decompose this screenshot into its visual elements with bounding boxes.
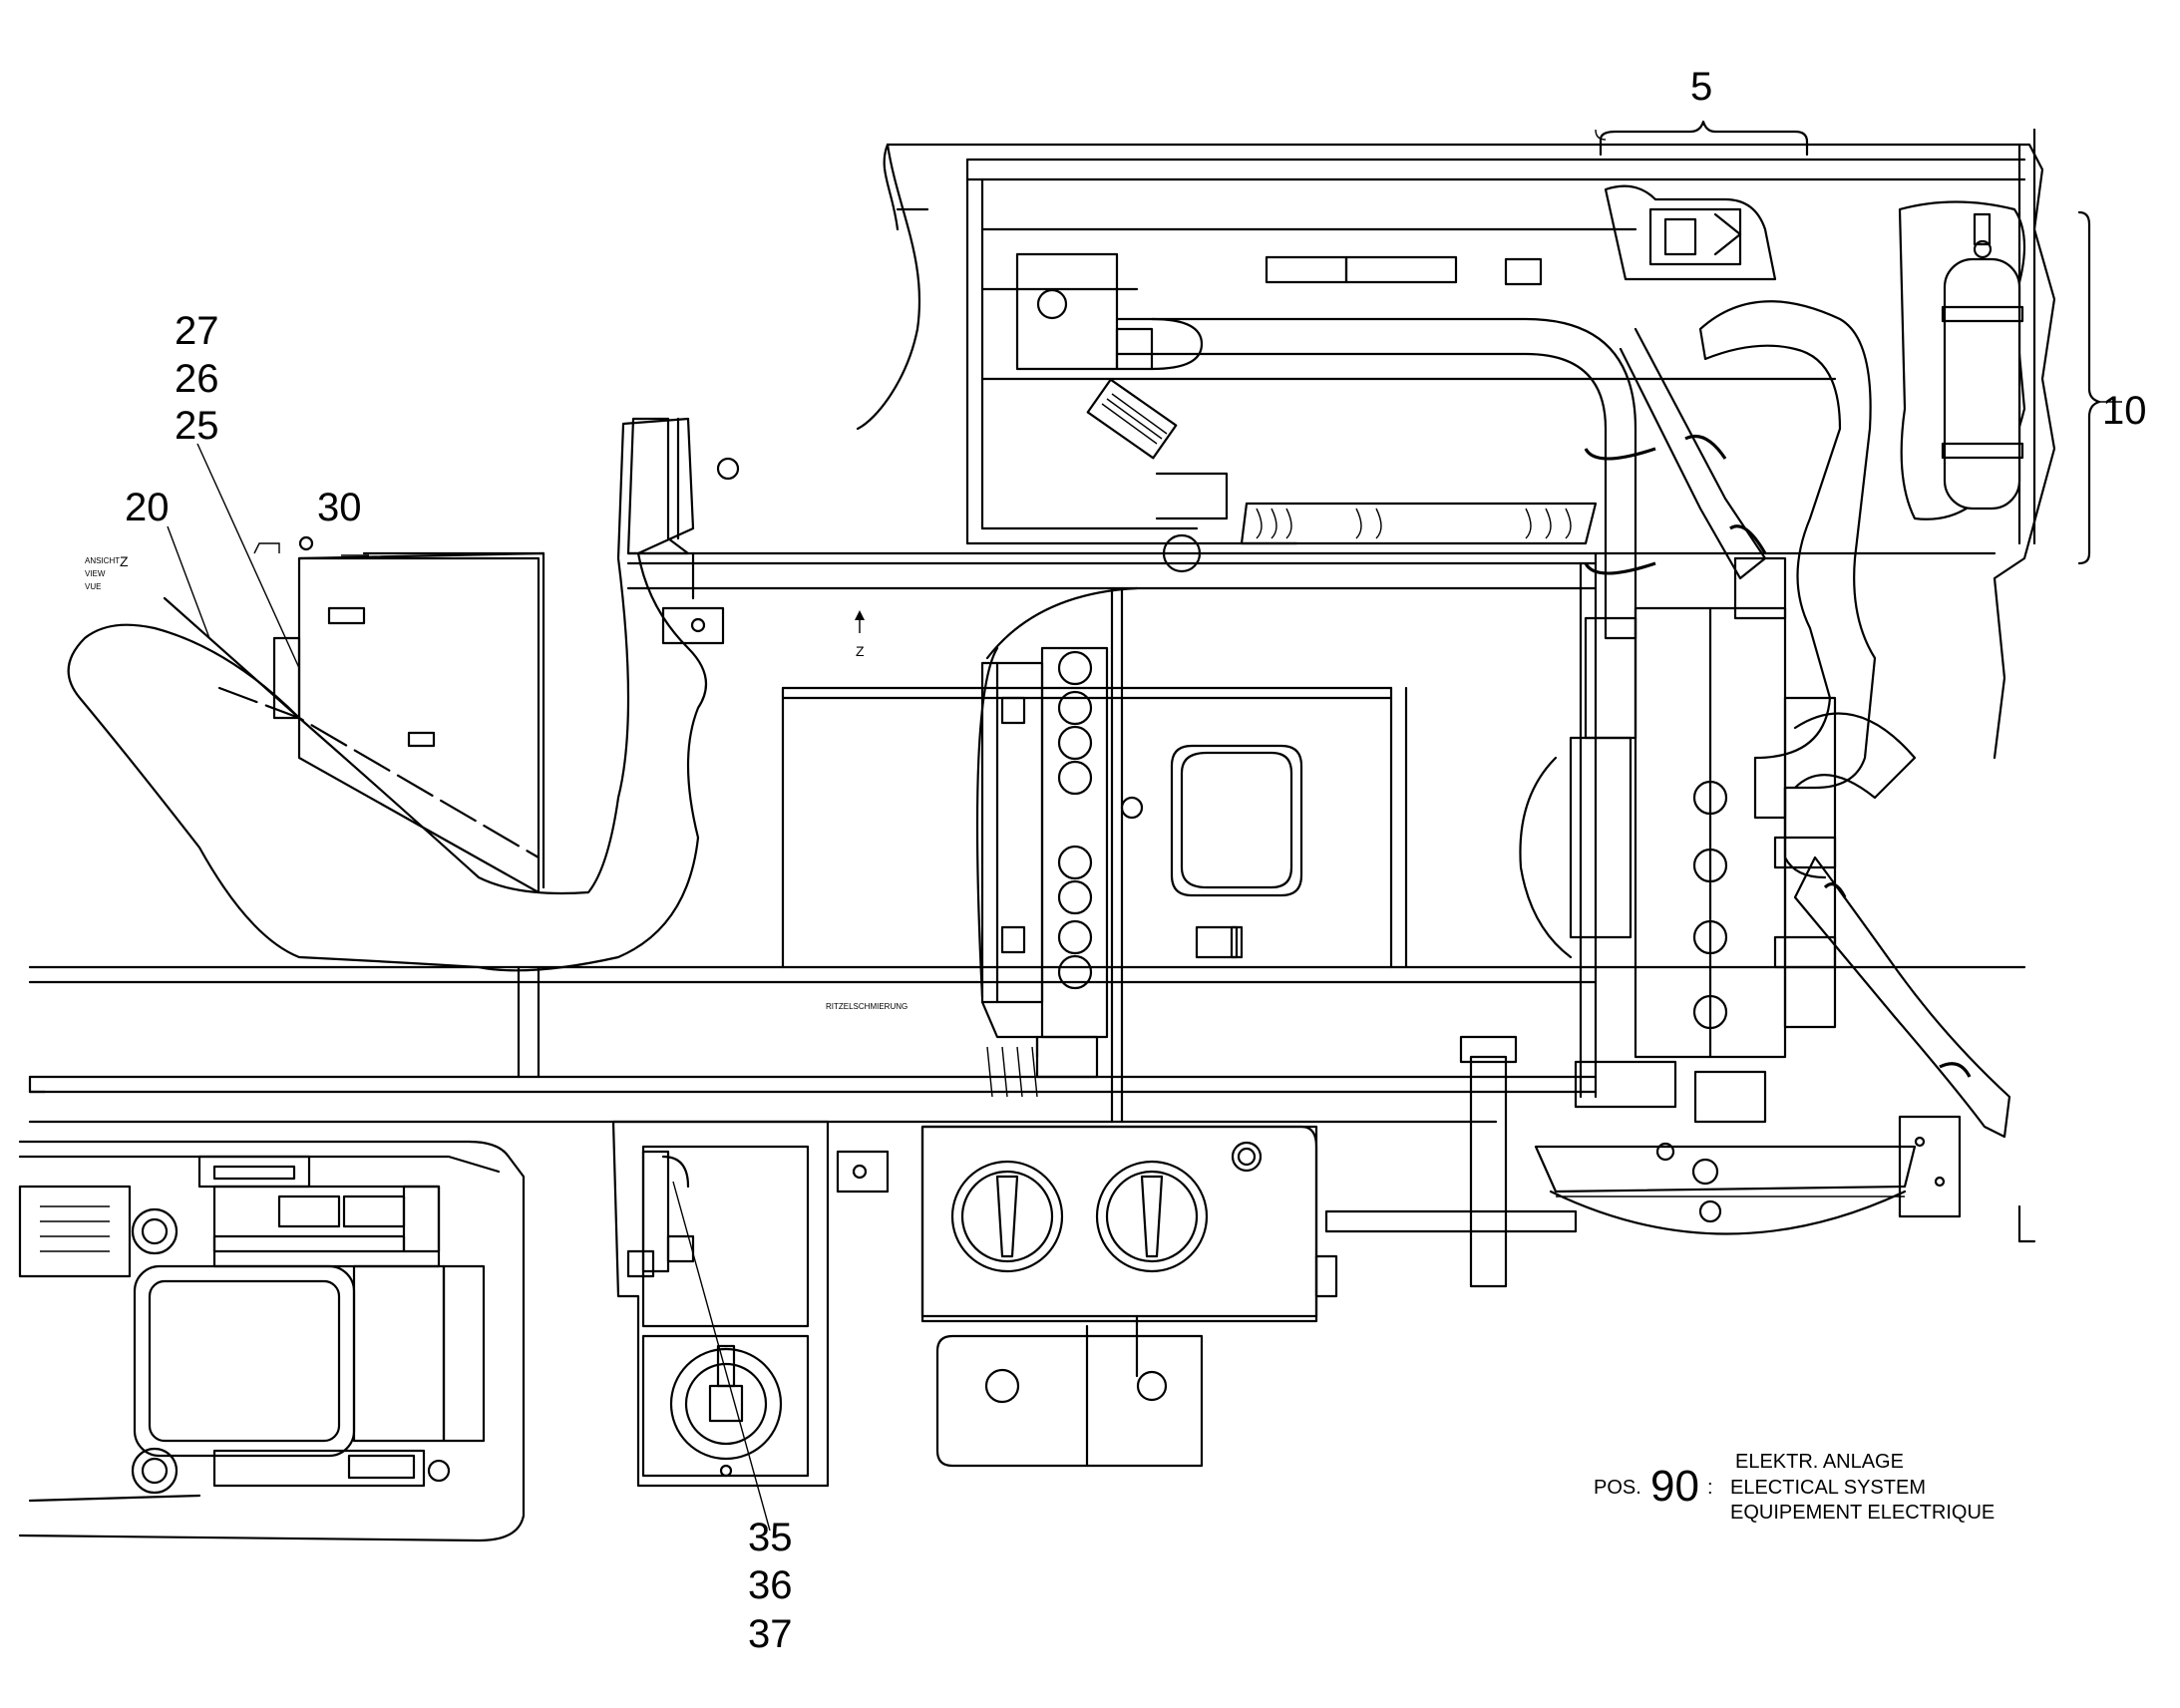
main-rails xyxy=(28,551,2026,1124)
left-bracket xyxy=(626,417,725,645)
leader-lines xyxy=(167,120,2122,1532)
legend-german: ELEKTR. ANLAGE xyxy=(1735,1451,1904,1473)
inspection-opening xyxy=(1170,744,1303,897)
pump-unit xyxy=(611,1120,830,1488)
engine-block xyxy=(1519,556,1917,1059)
callout-37: 37 xyxy=(748,1612,793,1656)
right-lower-bracket xyxy=(1898,1115,1962,1218)
relay-box xyxy=(1604,184,1777,281)
cab-area xyxy=(18,1140,526,1542)
callout-10: 10 xyxy=(2102,389,2147,433)
upper-frame xyxy=(856,128,2056,760)
callout-20: 20 xyxy=(125,486,170,529)
callout-27: 27 xyxy=(175,309,219,353)
tank-unit xyxy=(836,1125,1578,1468)
legend-french: EQUIPEMENT ELECTRIQUE xyxy=(1730,1502,1995,1524)
callout-26: 26 xyxy=(175,357,219,401)
legend: POS. 90 : ELEKTR. ANLAGE ELECTICAL SYSTE… xyxy=(1594,1451,1995,1524)
callout-5: 5 xyxy=(1690,65,1712,109)
callout-35: 35 xyxy=(748,1516,793,1559)
legend-english: ELECTICAL SYSTEM xyxy=(1730,1477,1926,1499)
legend-pos-label: POS. xyxy=(1594,1477,1641,1499)
callout-36: 36 xyxy=(748,1563,793,1607)
view-z-arrow-label: Z xyxy=(856,643,865,659)
callout-25: 25 xyxy=(175,404,219,448)
callout-30: 30 xyxy=(317,486,362,529)
view-marker-letter: Z xyxy=(120,553,129,569)
view-marker-view: VIEW xyxy=(85,569,106,578)
engraving-label: RITZELSCHMIERUNG xyxy=(826,1002,908,1011)
extinguisher-bottle xyxy=(1898,200,2026,520)
view-marker-vue: VUE xyxy=(85,582,101,591)
valve-block xyxy=(975,586,1139,1098)
cooler-assembly xyxy=(1015,252,1598,573)
view-marker-ansicht: ANSICHT xyxy=(85,556,120,565)
flywheel-housing xyxy=(1534,1060,1917,1235)
legend-separator: : xyxy=(1707,1477,1713,1499)
z-view-inset xyxy=(67,417,708,972)
legend-pos-number: 90 xyxy=(1650,1462,1699,1511)
view-z-arrow xyxy=(855,610,865,633)
intake-hoses xyxy=(1115,300,2011,1139)
